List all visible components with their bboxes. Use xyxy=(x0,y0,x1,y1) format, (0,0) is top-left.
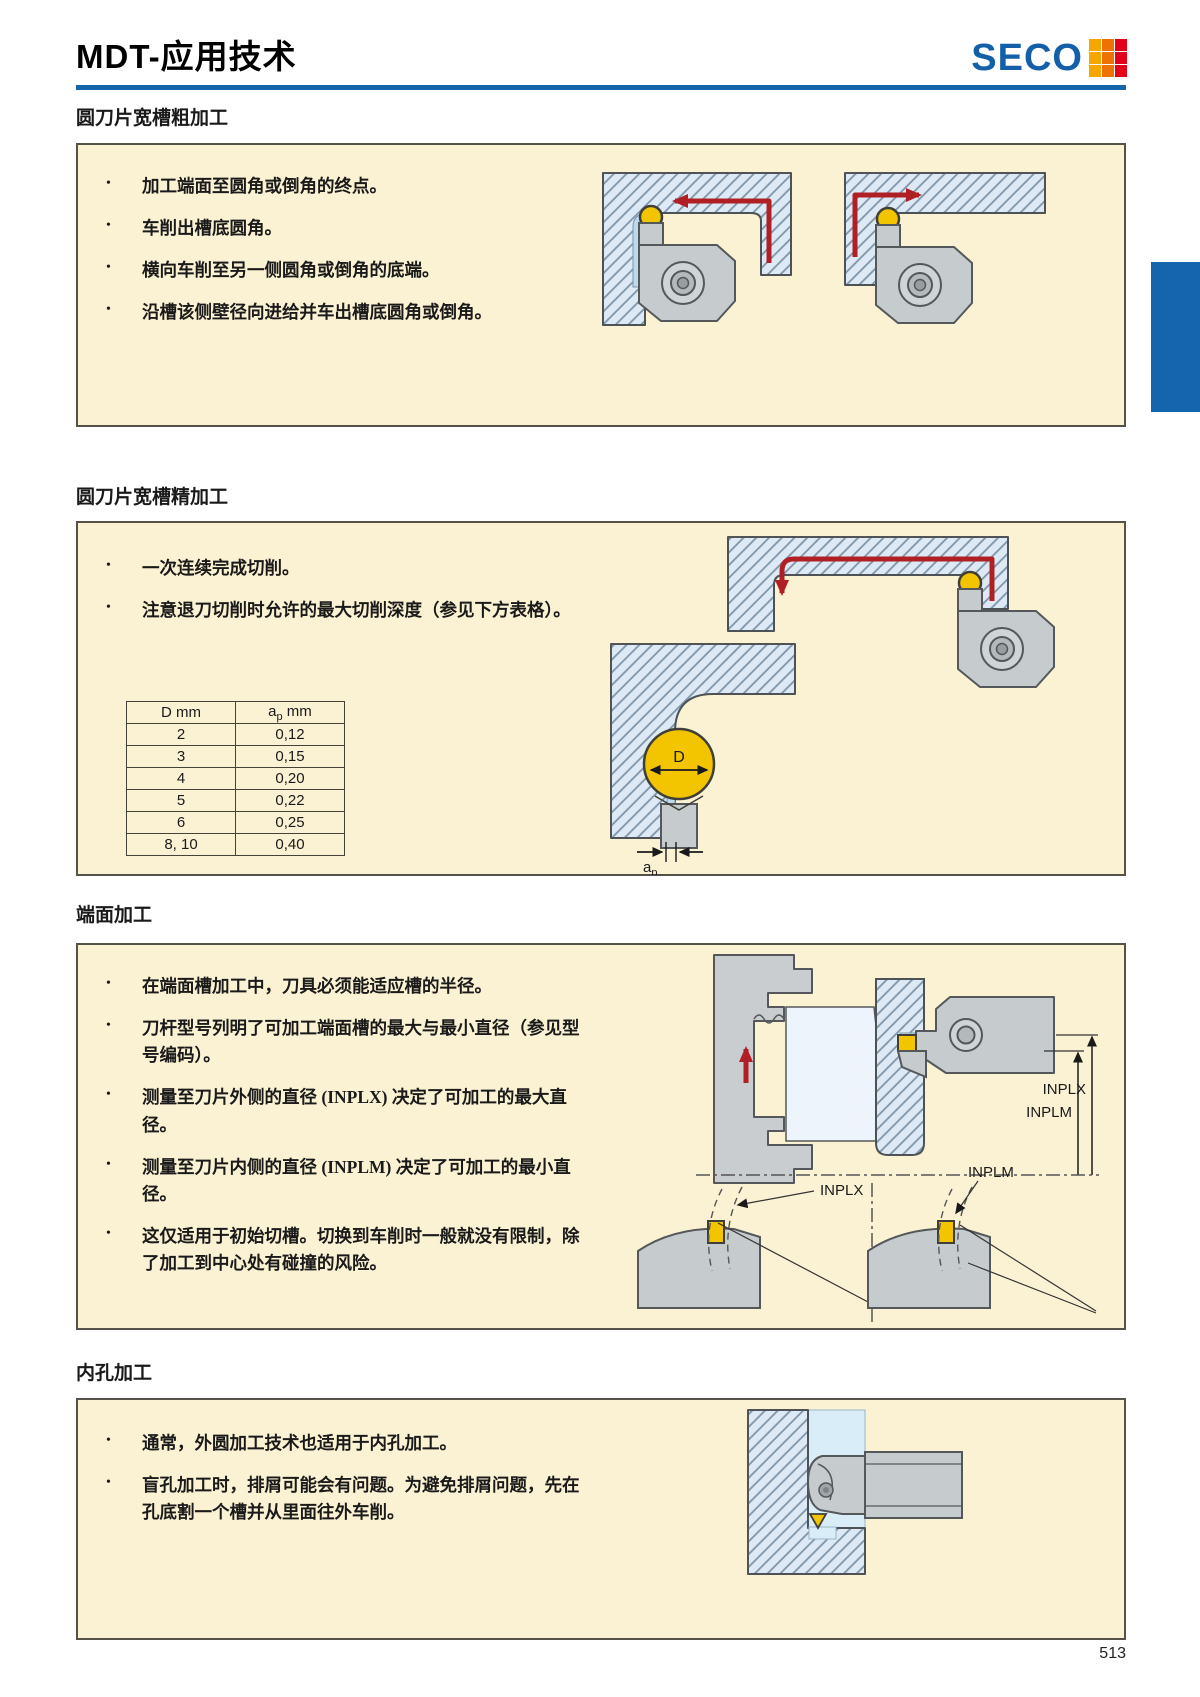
bullet-dot: • xyxy=(106,1475,111,1491)
section-3-bullet-list: • 在端面槽加工中，刀具必须能适应槽的半径。 • 刀杆型号列明了可加工端面槽的最… xyxy=(106,973,584,1292)
section-4-bullet-list: • 通常，外圆加工技术也适用于内孔加工。 • 盲孔加工时，排屑可能会有问题。为避… xyxy=(106,1430,592,1541)
seco-logo-text: SECO xyxy=(971,37,1083,79)
internal-machining-diagram xyxy=(747,1409,963,1575)
bullet-text: 一次连续完成切削。 xyxy=(142,558,300,578)
seco-logo-mark-icon xyxy=(1089,39,1127,77)
bullet-text: 横向车削至另一侧圆角或倒角的底端。 xyxy=(142,260,440,281)
table-cell-d: 6 xyxy=(126,811,236,834)
bullet-item: • 测量至刀片外侧的直径 (INPLX) 决定了可加工的最大直径。 xyxy=(106,1084,584,1138)
svg-text:INPLM: INPLM xyxy=(1026,1104,1072,1121)
bullet-item: • 在端面槽加工中，刀具必须能适应槽的半径。 xyxy=(106,973,584,1000)
table-cell-ap: 0,40 xyxy=(235,833,345,856)
bullet-dot: • xyxy=(106,558,111,573)
bullet-text: 测量至刀片内侧的直径 (INPLM) 决定了可加工的最小直径。 xyxy=(142,1156,571,1204)
bullet-dot: • xyxy=(106,1225,111,1241)
bullet-dot: • xyxy=(106,600,111,616)
table-row: 8, 10 0,40 xyxy=(126,833,345,856)
bullet-text: 这仅适用于初始切槽。切换到车削时一般就没有限制，除了加工到中心处有碰撞的风险。 xyxy=(142,1225,580,1273)
bullet-text: 注意退刀切削时允许的最大切削深度（参见下方表格）。 xyxy=(142,600,571,621)
bullet-text: 在端面槽加工中，刀具必须能适应槽的半径。 xyxy=(142,976,492,996)
page-number: 513 xyxy=(1099,1645,1126,1662)
table-cell-ap: 0,15 xyxy=(235,745,345,768)
bullet-dot: • xyxy=(106,260,111,276)
table-row: 3 0,15 xyxy=(126,745,345,768)
insert-diameter-diagram: D ap xyxy=(610,643,796,875)
bullet-text: 车削出槽底圆角。 xyxy=(142,218,282,239)
section-1-bullet-list: • 加工端面至圆角或倒角的终点。 • 车削出槽底圆角。 • 横向车削至另一侧圆角… xyxy=(106,173,576,342)
table-row: 5 0,22 xyxy=(126,789,345,812)
table-cell-ap: 0,25 xyxy=(235,811,345,834)
depth-of-cut-table: D mm ap mm 2 0,12 3 0,15 xyxy=(126,701,345,856)
bullet-text: 沿槽该侧壁径向进给并车出槽底圆角或倒角。 xyxy=(142,302,492,323)
bullet-item: • 刀杆型号列明了可加工端面槽的最大与最小直径（参见型号编码）。 xyxy=(106,1015,584,1069)
bullet-item: • 一次连续完成切削。 xyxy=(106,555,576,582)
face-grooving-limits-diagram: INPLX INPLM xyxy=(637,1164,1097,1325)
table-row: 2 0,12 xyxy=(126,723,345,746)
table-cell-d: 4 xyxy=(126,767,236,790)
table-row: 4 0,20 xyxy=(126,767,345,790)
table-header-d: D mm xyxy=(126,701,236,724)
bullet-text: 加工端面至圆角或倒角的终点。 xyxy=(142,176,387,196)
bullet-dot: • xyxy=(106,976,111,991)
table-cell-ap: 0,20 xyxy=(235,767,345,790)
table-cell-ap: 0,12 xyxy=(235,723,345,746)
bullet-dot: • xyxy=(106,1087,111,1103)
bullet-dot: • xyxy=(106,1433,111,1448)
section-2-box: • 一次连续完成切削。 • 注意退刀切削时允许的最大切削深度（参见下方表格）。 … xyxy=(76,521,1126,876)
page-title: MDT-应用技术 xyxy=(76,38,297,75)
section-3-heading: 端面加工 xyxy=(76,905,153,926)
table-cell-d: 8, 10 xyxy=(126,833,236,856)
bullet-dot: • xyxy=(106,1156,111,1172)
svg-text:INPLX: INPLX xyxy=(1043,1081,1086,1098)
bullet-dot: • xyxy=(106,218,111,234)
bullet-text: 盲孔加工时，排屑可能会有问题。为避免排屑问题，先在孔底割一个槽并从里面往外车削。 xyxy=(142,1475,580,1523)
bullet-dot: • xyxy=(106,1018,111,1034)
bullet-item: • 沿槽该侧壁径向进给并车出槽底圆角或倒角。 xyxy=(106,299,576,326)
bullet-item: • 车削出槽底圆角。 xyxy=(106,215,576,242)
table-cell-ap: 0,22 xyxy=(235,789,345,812)
table-cell-d: 3 xyxy=(126,745,236,768)
header-rule xyxy=(76,85,1126,90)
section-1-box: • 加工端面至圆角或倒角的终点。 • 车削出槽底圆角。 • 横向车削至另一侧圆角… xyxy=(76,143,1126,427)
bullet-text: 通常，外圆加工技术也适用于内孔加工。 xyxy=(142,1433,457,1453)
svg-text:INPLM: INPLM xyxy=(968,1164,1014,1181)
finishing-path-diagram xyxy=(727,536,1056,689)
table-header-row: D mm ap mm xyxy=(126,701,345,724)
bullet-item: • 盲孔加工时，排屑可能会有问题。为避免排屑问题，先在孔底割一个槽并从里面往外车… xyxy=(106,1472,592,1526)
section-1-heading: 圆刀片宽槽粗加工 xyxy=(76,108,229,129)
svg-text:D: D xyxy=(673,749,685,766)
section-4-box: • 通常，外圆加工技术也适用于内孔加工。 • 盲孔加工时，排屑可能会有问题。为避… xyxy=(76,1398,1126,1640)
bullet-dot: • xyxy=(106,302,111,318)
bullet-item: • 横向车削至另一侧圆角或倒角的底端。 xyxy=(106,257,576,284)
svg-text:INPLX: INPLX xyxy=(820,1182,863,1199)
svg-text:ap: ap xyxy=(643,859,657,875)
seco-logo: SECO xyxy=(971,38,1128,78)
bullet-dot: • xyxy=(106,176,111,191)
table-row: 6 0,25 xyxy=(126,811,345,834)
bullet-text: 测量至刀片外侧的直径 (INPLX) 决定了可加工的最大直径。 xyxy=(142,1087,567,1135)
section-2-bullet-list: • 一次连续完成切削。 • 注意退刀切削时允许的最大切削深度（参见下方表格）。 xyxy=(106,555,576,639)
section-4-heading: 内孔加工 xyxy=(76,1363,153,1384)
section-2-heading: 圆刀片宽槽精加工 xyxy=(76,487,229,508)
table-cell-d: 2 xyxy=(126,723,236,746)
wide-groove-roughing-diagram xyxy=(602,172,1046,326)
bullet-item: • 加工端面至圆角或倒角的终点。 xyxy=(106,173,576,200)
bullet-item: • 这仅适用于初始切槽。切换到车削时一般就没有限制，除了加工到中心处有碰撞的风险… xyxy=(106,1223,584,1277)
table-cell-d: 5 xyxy=(126,789,236,812)
bullet-item: • 测量至刀片内侧的直径 (INPLM) 决定了可加工的最小直径。 xyxy=(106,1154,584,1208)
bullet-item: • 注意退刀切削时允许的最大切削深度（参见下方表格）。 xyxy=(106,597,576,624)
table-header-ap: ap mm xyxy=(235,701,345,724)
section-3-box: • 在端面槽加工中，刀具必须能适应槽的半径。 • 刀杆型号列明了可加工端面槽的最… xyxy=(76,943,1126,1330)
bullet-text: 刀杆型号列明了可加工端面槽的最大与最小直径（参见型号编码）。 xyxy=(142,1018,580,1066)
bullet-item: • 通常，外圆加工技术也适用于内孔加工。 xyxy=(106,1430,592,1457)
side-tab xyxy=(1151,262,1200,412)
face-grooving-diagram: INPLX INPLM xyxy=(696,954,1099,1184)
